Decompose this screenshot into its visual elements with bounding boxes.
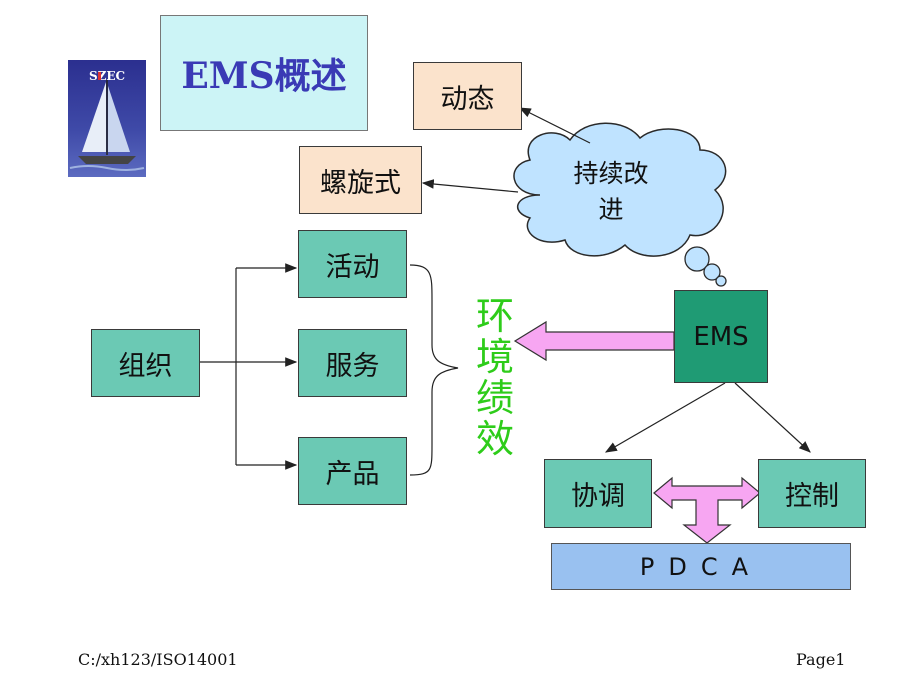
node-chanpin-label: 产品	[325, 458, 380, 490]
footer-page-number: Page1	[796, 650, 846, 669]
sailboat-icon	[69, 72, 145, 171]
node-fuwu: 服务	[298, 329, 407, 397]
node-kongzhi-label: 控制	[785, 481, 839, 512]
node-fuwu-label: 服务	[325, 350, 380, 382]
node-dongtai: 动态	[413, 62, 522, 130]
node-pdca-label: PDCA	[639, 552, 763, 581]
coordination-control-arrow	[653, 476, 761, 544]
node-luoxuanshi: 螺旋式	[299, 146, 422, 214]
node-ems: EMS	[674, 290, 768, 383]
node-xietiao: 协调	[544, 459, 652, 528]
node-xietiao-label: 协调	[571, 481, 625, 512]
node-zuzhi-label: 组织	[118, 350, 173, 382]
arrow-to-dongtai	[518, 107, 591, 144]
node-huodong: 活动	[298, 230, 407, 298]
node-chanpin: 产品	[298, 437, 407, 505]
cloud-label-line1: 持续改	[573, 159, 649, 188]
performance-char-1: 环	[475, 294, 514, 338]
cloud-shape	[513, 122, 727, 287]
cloud-label: 持续改 进	[556, 156, 666, 228]
ems-to-performance-arrow	[513, 320, 675, 362]
org-tree-lines	[200, 263, 298, 470]
performance-char-3: 绩	[475, 376, 514, 420]
performance-char-2: 境	[475, 335, 514, 379]
logo-text: SZEC	[88, 69, 126, 83]
node-dongtai-label: 动态	[440, 83, 495, 115]
node-ems-label: EMS	[693, 321, 749, 352]
curly-brace	[409, 264, 459, 476]
cloud-label-line2: 进	[598, 195, 624, 224]
node-kongzhi: 控制	[758, 459, 866, 528]
arrow-to-luoxuanshi	[421, 179, 519, 193]
node-zuzhi: 组织	[91, 329, 200, 397]
arrow-to-xietiao	[604, 382, 726, 453]
arrow-to-kongzhi	[734, 382, 811, 453]
performance-char-4: 效	[475, 417, 514, 461]
page-title-text: EMS概述	[181, 55, 347, 97]
footer-path: C:/xh123/ISO14001	[78, 650, 238, 669]
environmental-performance-label: 环 境 绩 效	[470, 296, 520, 460]
node-luoxuanshi-label: 螺旋式	[320, 167, 401, 199]
page-title: EMS概述	[160, 15, 368, 131]
szec-logo: SZEC	[68, 60, 146, 177]
node-huodong-label: 活动	[325, 251, 380, 283]
node-pdca: PDCA	[551, 543, 851, 590]
